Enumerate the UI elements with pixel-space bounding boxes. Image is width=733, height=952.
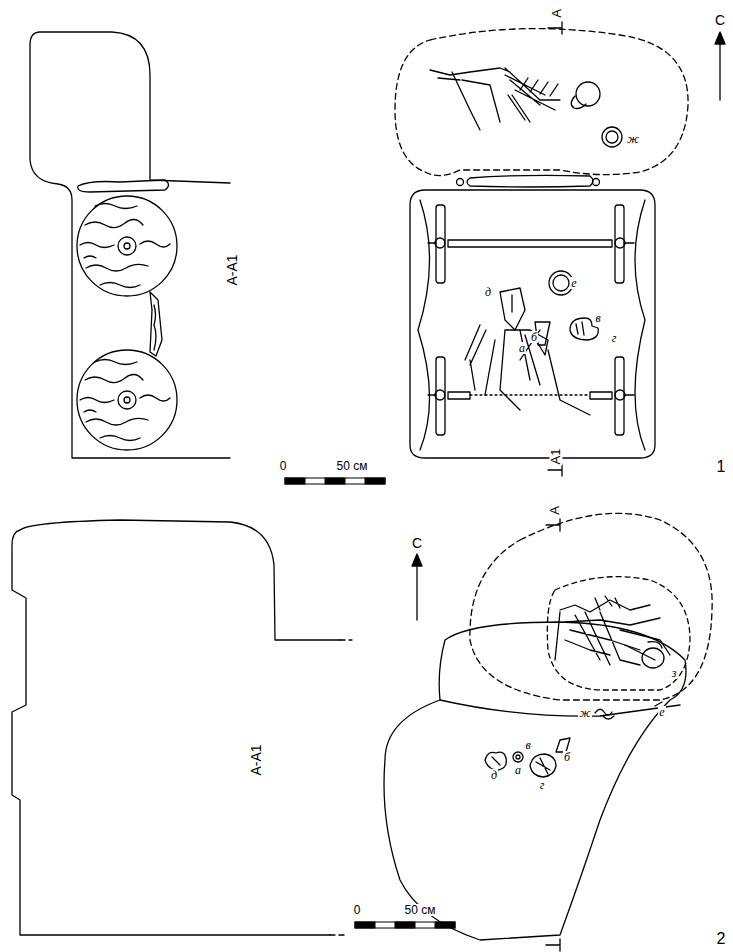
find-letter: е [658, 706, 665, 718]
scale-value: 0 [353, 904, 362, 916]
shaft-inner [418, 200, 645, 450]
find-letter: а [518, 342, 526, 354]
skeleton [465, 288, 590, 415]
section-cut [330, 640, 352, 935]
north-arrow-head [412, 554, 422, 566]
section-mark [548, 464, 562, 476]
find-letter: в [524, 739, 531, 751]
north-arrow [416, 560, 417, 620]
scale-value: 0 [279, 460, 288, 472]
wheel-plan [428, 205, 634, 435]
section-mark [546, 939, 560, 951]
section-title: А-А1 [249, 743, 263, 776]
north-arrow-head [715, 32, 725, 44]
find-letter: а [514, 764, 522, 776]
section-mark [546, 519, 560, 531]
find-letter: е [570, 277, 577, 289]
find-letter: д [490, 769, 498, 781]
wheel [77, 350, 177, 450]
knife-find [556, 738, 570, 752]
find-letter: ж [626, 132, 640, 145]
vessel [606, 131, 618, 143]
find-letter: г [611, 332, 618, 344]
chamber-outline [395, 29, 688, 176]
axle [448, 392, 612, 399]
shaft-outline [384, 622, 686, 940]
scale-bar [285, 478, 385, 484]
step-line [440, 700, 680, 716]
skeleton [555, 596, 670, 668]
bead-find [516, 755, 520, 759]
find-letter: з [671, 667, 678, 679]
find-letter: г [539, 779, 546, 791]
wheel [77, 196, 177, 296]
small-find [595, 709, 614, 719]
section-title: А-А1 [225, 253, 239, 286]
cover-slab [78, 180, 169, 192]
bead-find [513, 752, 523, 762]
vessel [602, 127, 622, 147]
find-letter: в [594, 312, 601, 324]
entrance-peg [457, 179, 464, 186]
section-mark [548, 22, 562, 34]
find-letter: б [530, 331, 538, 343]
find-letter: ж [578, 707, 591, 719]
entrance-peg [593, 179, 600, 186]
skeleton [430, 68, 600, 130]
scale-bar [355, 922, 455, 928]
north-arrow [719, 38, 720, 100]
section-label: А [549, 8, 562, 19]
chamber-outline [470, 513, 712, 700]
scale-value: 50 см [404, 904, 437, 916]
north-label: С [714, 13, 726, 27]
cover-slab [467, 175, 593, 187]
axle-missing [470, 394, 590, 395]
section-label: А1 [550, 447, 563, 465]
niche-outline [547, 577, 690, 690]
vessel-find [530, 754, 556, 777]
section-outline [30, 32, 230, 458]
find-letter: б [563, 751, 571, 763]
axle [448, 240, 612, 247]
scale-value: 50 см [336, 460, 369, 472]
find-letter: д [484, 286, 492, 298]
figure-number: 1 [716, 459, 727, 475]
figure-number: 2 [716, 931, 727, 947]
section-outline [12, 520, 340, 935]
ring-find [553, 275, 569, 291]
vessel-find [485, 752, 506, 770]
north-label: С [411, 536, 423, 550]
shaft-outline [410, 190, 655, 458]
axle-beam [150, 292, 162, 356]
section-label: А [547, 505, 560, 516]
